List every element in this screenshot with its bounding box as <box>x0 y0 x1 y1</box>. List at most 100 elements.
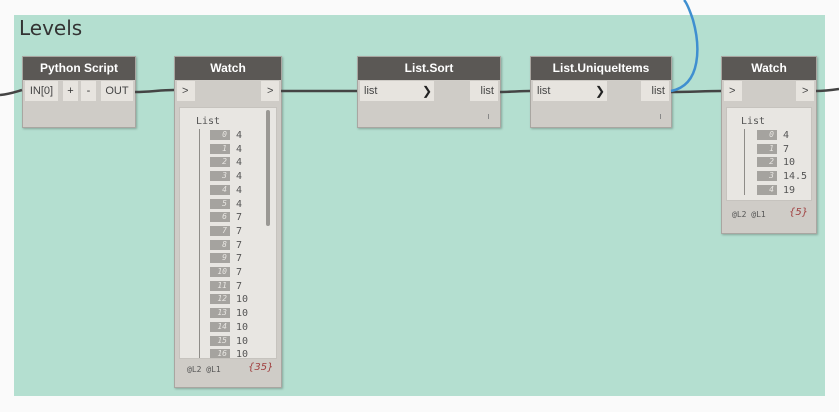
item-value: 7 <box>236 280 243 292</box>
item-value: 14.5 <box>783 171 808 183</box>
list-item: 12 10 <box>210 293 270 306</box>
item-value: 4 <box>236 184 243 196</box>
input-port-list[interactable]: list ❯ <box>360 81 434 101</box>
python-script-node[interactable]: Python Script IN[0] + - OUT <box>22 56 136 128</box>
item-value: 10 <box>783 157 796 169</box>
resize-mark <box>488 114 489 119</box>
node-title: List.Sort <box>358 57 500 80</box>
item-index: 5 <box>210 198 230 209</box>
node-title: Watch <box>175 57 281 80</box>
item-value: 4 <box>783 130 790 141</box>
item-value: 4 <box>236 130 243 141</box>
list-sort-node[interactable]: List.Sort list ❯ list <box>357 56 501 128</box>
item-value: 4 <box>236 143 243 155</box>
output-port-list[interactable]: list <box>641 81 669 101</box>
node-title: List.UniqueItems <box>531 57 671 80</box>
input-port[interactable]: > <box>177 81 195 101</box>
tree-line <box>744 129 745 195</box>
output-port[interactable]: > <box>796 81 814 101</box>
item-count: {5} <box>789 207 809 218</box>
list-unique-items-node[interactable]: List.UniqueItems list ❯ list <box>530 56 672 128</box>
item-index: 2 <box>210 157 230 168</box>
remove-input-button[interactable]: - <box>81 81 96 101</box>
input-port-list[interactable]: list ❯ <box>533 81 607 101</box>
list-label: List <box>741 116 766 127</box>
item-value: 10 <box>236 321 249 333</box>
list-item: 11 7 <box>210 280 270 293</box>
item-index: 12 <box>210 294 230 305</box>
node-title: Watch <box>722 57 816 80</box>
item-index: 2 <box>757 157 777 168</box>
item-count: {35} <box>248 362 274 373</box>
item-value: 7 <box>236 212 243 224</box>
list-item: 4 19 <box>757 184 811 197</box>
item-index: 11 <box>210 280 230 291</box>
add-input-button[interactable]: + <box>63 81 78 101</box>
item-index: 4 <box>757 184 777 195</box>
port-label: list <box>537 85 551 97</box>
item-index: 16 <box>210 349 230 358</box>
item-value: 10 <box>236 308 249 320</box>
list-item: 2 10 <box>757 156 811 169</box>
item-value: 10 <box>236 335 249 347</box>
item-index: 9 <box>210 253 230 264</box>
port-label: list <box>364 85 378 97</box>
item-value: 4 <box>236 171 243 183</box>
item-value: 7 <box>783 143 790 155</box>
chevron-right-icon: ❯ <box>422 84 433 98</box>
item-value: 7 <box>236 225 243 237</box>
item-index: 0 <box>757 130 777 140</box>
chevron-right-icon: ❯ <box>595 84 606 98</box>
item-index: 7 <box>210 225 230 236</box>
item-value: 10 <box>236 294 249 306</box>
list-item: 13 10 <box>210 307 270 320</box>
resize-mark <box>660 114 661 119</box>
output-port-out[interactable]: OUT <box>101 81 133 101</box>
item-index: 3 <box>210 171 230 182</box>
item-value: 10 <box>236 349 249 359</box>
item-value: 19 <box>783 184 796 196</box>
item-index: 8 <box>210 239 230 250</box>
group-title: Levels <box>19 16 83 40</box>
input-port[interactable]: > <box>724 81 742 101</box>
item-index: 1 <box>210 143 230 154</box>
input-port-in0[interactable]: IN[0] <box>25 81 58 101</box>
item-value: 4 <box>236 157 243 169</box>
item-index: 3 <box>757 171 777 182</box>
item-value: 7 <box>236 253 243 265</box>
item-index: 0 <box>210 130 230 140</box>
item-value: 4 <box>236 198 243 210</box>
output-port[interactable]: > <box>261 81 279 101</box>
item-index: 13 <box>210 308 230 319</box>
item-index: 6 <box>210 212 230 223</box>
output-port-list[interactable]: list <box>470 81 498 101</box>
list-levels: @L2 @L1 <box>187 365 221 374</box>
list-levels: @L2 @L1 <box>732 210 766 219</box>
item-index: 15 <box>210 335 230 346</box>
item-index: 14 <box>210 321 230 332</box>
scrollbar[interactable] <box>266 110 270 226</box>
item-index: 4 <box>210 184 230 195</box>
item-value: 7 <box>236 239 243 251</box>
list-label: List <box>196 116 221 127</box>
item-index: 1 <box>757 143 777 154</box>
node-title: Python Script <box>23 57 135 80</box>
